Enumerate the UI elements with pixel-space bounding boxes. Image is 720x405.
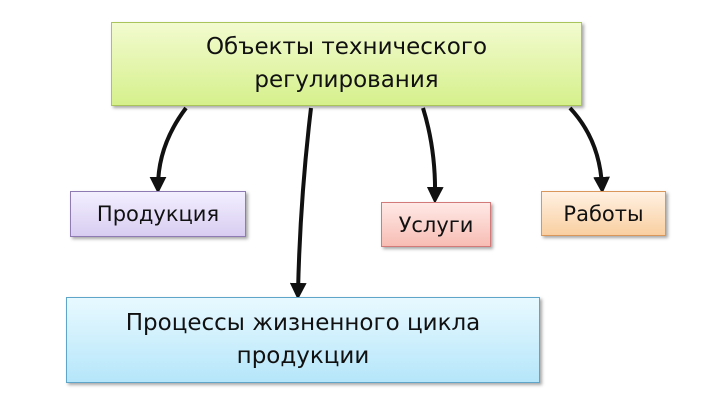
products-node: Продукция [70,191,246,237]
works-node: Работы [541,191,666,236]
root-node-label: Объекты технического регулирования [205,33,488,93]
arrow-to-services [421,107,444,204]
products-node-label: Продукция [96,202,220,226]
lifecycle-node: Процессы жизненного цикла продукции [66,297,540,383]
works-node-label: Работы [563,201,644,226]
services-node-label: Услуги [398,212,474,237]
arrow-to-lifecycle [289,107,313,300]
lifecycle-node-label: Процессы жизненного цикла продукции [125,309,481,369]
arrow-to-products [149,106,188,194]
root-node: Объекты технического регулирования [111,22,582,106]
services-node: Услуги [381,202,491,247]
arrow-to-works [568,106,610,194]
